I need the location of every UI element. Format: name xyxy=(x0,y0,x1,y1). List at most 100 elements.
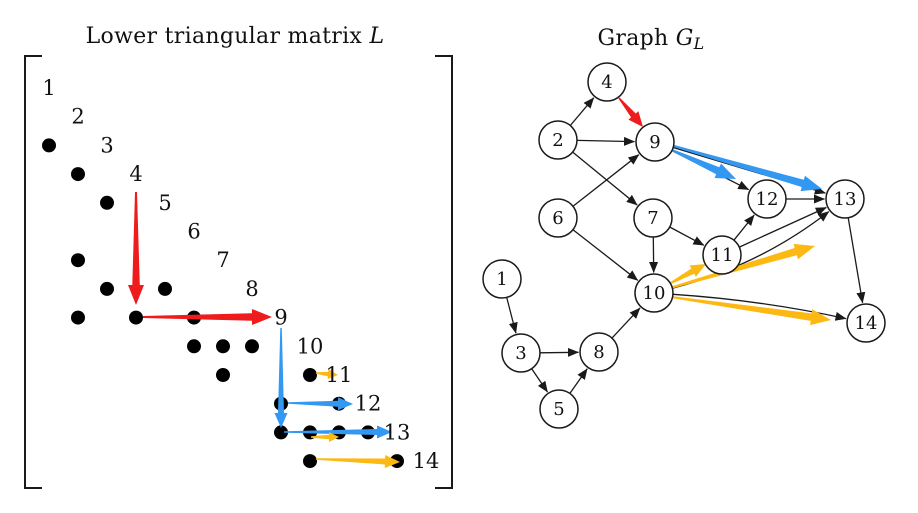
graph-node-5: 5 xyxy=(539,389,579,429)
edge-3-8 xyxy=(539,347,579,357)
matrix-title-math: L xyxy=(369,24,385,49)
edge-2-7 xyxy=(572,151,638,206)
blue-edge-9-13 xyxy=(673,145,822,192)
matrix-diagonal-label-2: 2 xyxy=(71,105,84,129)
matrix-nonzero-dot-r5c3 xyxy=(100,195,114,210)
matrix-nonzero-dot-r4c2 xyxy=(71,167,85,182)
node-label-6: 6 xyxy=(552,208,563,229)
node-circle-9 xyxy=(635,122,675,162)
red-col4-update xyxy=(128,192,144,305)
graph-node-12: 12 xyxy=(747,179,787,219)
yellow-row11-update xyxy=(315,369,338,380)
yellow-row14-update xyxy=(316,455,400,468)
edge-5-8 xyxy=(569,368,588,394)
matrix-diagonal-label-11: 11 xyxy=(326,363,353,387)
node-label-8: 8 xyxy=(593,342,604,363)
graph-title-subscript: L xyxy=(693,33,705,53)
graph-node-2: 2 xyxy=(538,120,578,160)
matrix-diagonal-label-5: 5 xyxy=(158,191,171,215)
matrix-diagonal-label-10: 10 xyxy=(297,334,324,358)
node-circle-1 xyxy=(482,259,522,299)
node-circle-4 xyxy=(587,62,627,102)
blue-row13-update xyxy=(284,425,392,439)
node-label-9: 9 xyxy=(649,132,660,153)
edge-2-4 xyxy=(569,97,595,126)
matrix-nonzero-dot-r7c2 xyxy=(71,253,85,268)
node-circle-7 xyxy=(633,198,673,238)
graph-node-7: 7 xyxy=(633,198,673,238)
matrix-title-text: Lower triangular matrix xyxy=(85,24,363,49)
node-label-2: 2 xyxy=(552,130,563,151)
node-circle-2 xyxy=(538,120,578,160)
node-label-14: 14 xyxy=(855,313,878,334)
matrix-nonzero-dot-r9c4 xyxy=(129,310,143,325)
matrix-nonzero-dot-r11c7 xyxy=(216,368,230,382)
matrix-diagonal-label-8: 8 xyxy=(245,277,258,301)
edge-11-13 xyxy=(739,206,827,248)
edge-6-10 xyxy=(572,229,639,281)
node-circle-6 xyxy=(538,198,578,238)
edge-11-12 xyxy=(733,214,755,241)
edge-8-10 xyxy=(611,307,641,339)
graph-title-math: G xyxy=(675,26,694,51)
matrix-diagonal-label-14: 14 xyxy=(413,449,440,473)
node-circle-5 xyxy=(539,389,579,429)
yellow-edge-10-13 xyxy=(669,243,815,289)
matrix-nonzero-dot-r10c7 xyxy=(216,339,230,354)
graph-node-14: 14 xyxy=(846,303,886,343)
blue-col9-update xyxy=(274,328,288,428)
node-label-5: 5 xyxy=(553,399,564,420)
matrix-nonzero-dot-r13c9 xyxy=(274,425,288,440)
matrix-title: Lower triangular matrix L xyxy=(0,24,470,49)
matrix-diagonal-label-6: 6 xyxy=(187,220,200,244)
red-row9-update xyxy=(143,309,272,325)
graph-node-9: 9 xyxy=(635,122,675,162)
matrix-diagonal-label-1: 1 xyxy=(42,76,55,100)
edge-2-9 xyxy=(576,136,635,146)
matrix-left-bracket xyxy=(24,55,42,489)
blue-edge-9-12 xyxy=(671,149,736,179)
node-circle-3 xyxy=(501,333,541,373)
matrix-diagonal-label-9: 9 xyxy=(274,306,287,330)
node-circle-8 xyxy=(579,332,619,372)
edge-1-3 xyxy=(506,297,518,334)
edge-6-9 xyxy=(572,154,640,207)
node-label-3: 3 xyxy=(515,343,526,364)
matrix-right-bracket xyxy=(435,55,453,489)
matrix-diagonal-label-3: 3 xyxy=(100,133,113,157)
graph-node-3: 3 xyxy=(501,333,541,373)
matrix-diagonal-label-4: 4 xyxy=(129,162,142,186)
matrix-nonzero-dot-r3c1 xyxy=(42,138,56,153)
matrix-diagonal-label-12: 12 xyxy=(355,392,382,416)
matrix-diagonal-label-7: 7 xyxy=(216,248,229,272)
yellow-edge-10-14 xyxy=(670,296,831,326)
node-label-1: 1 xyxy=(496,269,507,290)
graph-node-4: 4 xyxy=(587,62,627,102)
yellow-row13-update xyxy=(311,432,339,442)
blue-row12-update xyxy=(288,397,353,411)
node-label-11: 11 xyxy=(711,245,734,266)
node-circle-10 xyxy=(634,273,674,313)
edge-13-14 xyxy=(847,217,866,304)
red-edge-4-9 xyxy=(618,97,643,127)
node-circle-12 xyxy=(747,179,787,219)
graph-title: Graph GL xyxy=(462,26,840,53)
graph-title-text: Graph xyxy=(597,26,669,51)
edge-7-11 xyxy=(669,226,705,246)
matrix-nonzero-dot-r10c8 xyxy=(245,339,259,354)
graph-node-1: 1 xyxy=(482,259,522,299)
node-label-7: 7 xyxy=(647,208,658,229)
node-label-4: 4 xyxy=(601,72,612,93)
yellow-edge-10-11 xyxy=(668,264,706,285)
matrix-nonzero-dot-r10c6 xyxy=(187,339,201,354)
matrix-nonzero-dot-r8c5 xyxy=(158,281,172,296)
graph-node-10: 10 xyxy=(634,273,674,313)
matrix-nonzero-dot-r8c3 xyxy=(100,281,114,296)
node-circle-11 xyxy=(702,235,742,275)
node-circle-14 xyxy=(846,303,886,343)
matrix-diagonal-label-13: 13 xyxy=(384,420,411,444)
node-label-13: 13 xyxy=(834,189,857,210)
